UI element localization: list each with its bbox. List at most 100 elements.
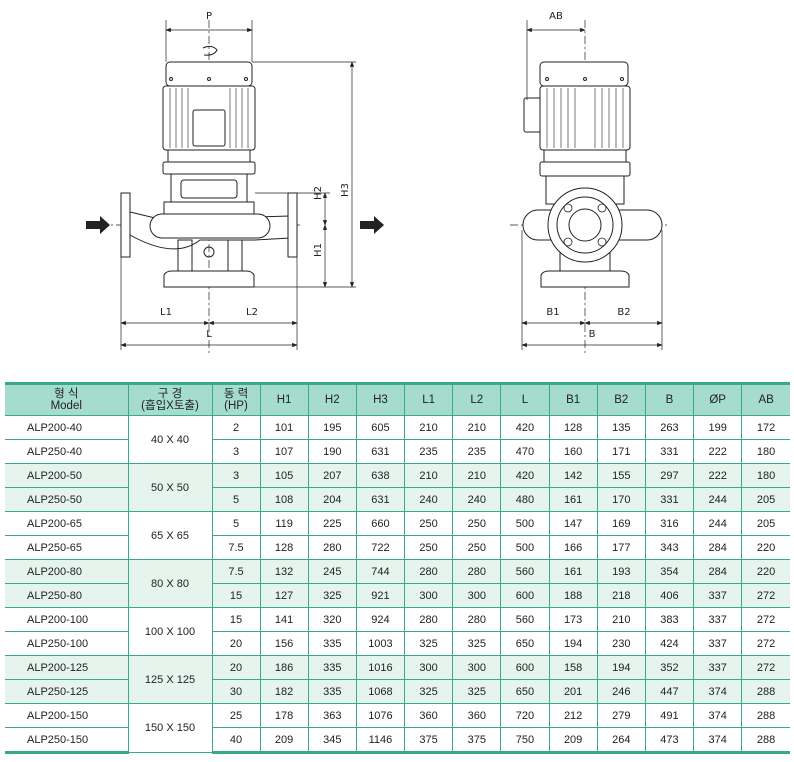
dimension-cell: 335 (307, 679, 357, 704)
dim-label-l1: L1 (160, 307, 172, 318)
dimension-cell: 263 (644, 415, 695, 440)
dimension-cell: 190 (307, 439, 357, 464)
dimension-cell: 660 (355, 511, 406, 536)
dimension-cell: 171 (596, 439, 646, 464)
dimension-cell: 722 (355, 535, 406, 560)
dimension-cell: 250 (452, 535, 502, 560)
dimension-cell: 178 (259, 703, 309, 728)
dimension-cell: 300 (404, 655, 454, 680)
dimension-cell: 631 (355, 439, 406, 464)
dimension-cell: 1068 (355, 679, 406, 704)
dimension-cell: 156 (259, 631, 309, 656)
header-dim: B (644, 382, 695, 416)
model-cell: ALP250-125 (5, 679, 129, 704)
dimension-cell: 250 (404, 535, 454, 560)
dimension-cell: 218 (596, 583, 646, 608)
header-hp: 동 력(HP) (211, 382, 261, 416)
dimension-cell: 284 (693, 535, 743, 560)
dimension-cell: 244 (693, 511, 743, 536)
dimension-cell: 101 (259, 415, 309, 440)
hp-cell: 40 (211, 727, 261, 754)
dimension-cell: 424 (644, 631, 695, 656)
model-cell: ALP250-50 (5, 487, 129, 512)
dimension-cell: 280 (404, 559, 454, 584)
dimension-cell: 650 (500, 631, 550, 656)
dim-label-h2: H2 (313, 186, 324, 200)
size-cell: 50 X 50 (127, 463, 213, 512)
dimension-cell: 331 (644, 487, 695, 512)
dimension-cell: 195 (307, 415, 357, 440)
dim-label-h1: H1 (313, 243, 324, 257)
dimension-cell: 209 (259, 727, 309, 754)
header-size: 구 경(흡입X토출) (127, 382, 213, 416)
dimension-cell: 480 (500, 487, 550, 512)
size-cell: 40 X 40 (127, 415, 213, 464)
dimension-cell: 279 (596, 703, 646, 728)
size-cell: 150 X 150 (127, 703, 213, 753)
dimension-cell: 210 (404, 415, 454, 440)
dimension-cell: 107 (259, 439, 309, 464)
model-cell: ALP200-50 (5, 463, 129, 488)
size-cell: 80 X 80 (127, 559, 213, 608)
dimension-cell: 170 (596, 487, 646, 512)
dimension-cell: 500 (500, 511, 550, 536)
model-cell: ALP200-80 (5, 559, 129, 584)
dimension-cell: 1076 (355, 703, 406, 728)
dimension-cell: 250 (404, 511, 454, 536)
dimension-cell: 212 (548, 703, 598, 728)
size-cell: 125 X 125 (127, 655, 213, 704)
dimension-cell: 235 (404, 439, 454, 464)
dimension-cell: 325 (404, 679, 454, 704)
dimension-cell: 375 (404, 727, 454, 754)
dimension-cell: 352 (644, 655, 695, 680)
dimension-cell: 720 (500, 703, 550, 728)
dimension-cell: 750 (500, 727, 550, 754)
dimension-cell: 173 (548, 607, 598, 632)
dimension-cell: 128 (548, 415, 598, 440)
dimension-cell: 161 (548, 559, 598, 584)
dimension-cell: 1146 (355, 727, 406, 754)
dimension-cell: 605 (355, 415, 406, 440)
dimension-cell: 210 (404, 463, 454, 488)
flow-arrow-out (360, 216, 384, 234)
dimension-cell: 360 (404, 703, 454, 728)
dimension-cell: 337 (693, 583, 743, 608)
dimension-cell: 650 (500, 679, 550, 704)
front-dimension-lines (120, 20, 356, 350)
dimension-cell: 186 (259, 655, 309, 680)
hp-cell: 25 (211, 703, 261, 728)
dimension-cell: 316 (644, 511, 695, 536)
dimension-cell: 264 (596, 727, 646, 754)
dimension-cell: 240 (452, 487, 502, 512)
dimension-cell: 375 (452, 727, 502, 754)
dimension-cell: 345 (307, 727, 357, 754)
model-cell: ALP250-100 (5, 631, 129, 656)
rotation-icon (202, 45, 218, 56)
dimension-cell: 363 (307, 703, 357, 728)
model-cell: ALP250-65 (5, 535, 129, 560)
dimension-cell: 280 (307, 535, 357, 560)
dimension-cell: 220 (741, 535, 790, 560)
dimension-cell: 272 (741, 631, 790, 656)
dimension-cell: 220 (741, 559, 790, 584)
dimension-cell: 141 (259, 607, 309, 632)
dimension-cell: 325 (452, 679, 502, 704)
dimension-cell: 142 (548, 463, 598, 488)
dimension-cell: 230 (596, 631, 646, 656)
dimension-cell: 631 (355, 487, 406, 512)
dimension-cell: 132 (259, 559, 309, 584)
model-cell: ALP250-80 (5, 583, 129, 608)
dimension-cell: 320 (307, 607, 357, 632)
hp-cell: 5 (211, 511, 261, 536)
dimension-cell: 420 (500, 463, 550, 488)
dimension-cell: 288 (741, 727, 790, 754)
dim-label-p: P (206, 11, 212, 22)
dimension-cell: 280 (452, 607, 502, 632)
dimension-cell: 284 (693, 559, 743, 584)
